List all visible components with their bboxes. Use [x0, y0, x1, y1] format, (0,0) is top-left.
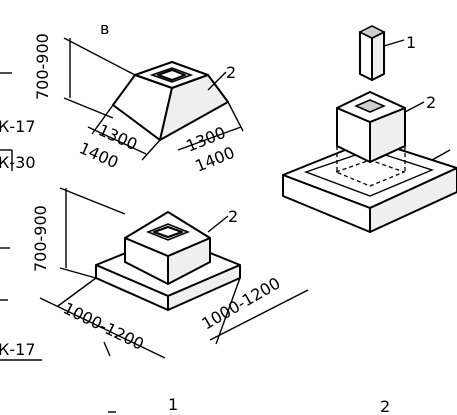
right-slab-right: [369, 167, 457, 233]
left-mark-k17-top: К-17: [0, 117, 36, 136]
lower-dim-b-line: [209, 289, 309, 341]
right-callout-2-leader: [404, 101, 425, 113]
right-slab-recess-outline: [303, 149, 435, 197]
right-callout-1: 1: [406, 33, 416, 52]
right-column-left: [359, 31, 373, 81]
upper-callout-leader: [207, 71, 227, 91]
upper-height-label: 700-900: [33, 33, 52, 100]
right-hidden-socket: [334, 159, 406, 187]
upper-dim-b-ext: [227, 101, 244, 132]
right-block-socket: [354, 99, 386, 113]
lower-dim-b-ext: [215, 277, 241, 345]
upper-height-ext-bottom: [63, 97, 114, 119]
upper-dim-a-ext-2: [141, 139, 161, 161]
upper-foundation: 700-900 1300 1400 1300 1400 2: [33, 33, 244, 176]
lower-height-ext-bottom: [59, 267, 97, 279]
upper-dim-b-line: [177, 126, 242, 151]
upper-dim-a-ext-1: [91, 104, 114, 135]
bottom-captions: 1 2: [108, 395, 390, 415]
lower-height-label: 700-900: [31, 205, 50, 272]
bottom-caption-2: 2: [380, 397, 390, 415]
upper-height-ext-top: [63, 37, 136, 76]
upper-foundation-socket-inner: [157, 69, 186, 81]
left-mark-k17-bottom: К-17: [0, 340, 36, 359]
lower-foundation: 700-900 1000-1200 1000-1200 2: [31, 187, 309, 359]
right-column-right: [371, 31, 385, 81]
lower-socket-inner: [153, 226, 183, 238]
lower-callout-leader: [207, 215, 229, 233]
lower-callout-2: 2: [228, 207, 238, 226]
right-column-top: [358, 25, 386, 39]
left-mark-k30: К-30: [0, 153, 36, 172]
right-callout-2: 2: [426, 93, 436, 112]
right-callout-1-leader: [383, 39, 405, 47]
lower-dim-a-tick: [103, 341, 111, 357]
upper-callout-2: 2: [226, 63, 236, 82]
panel-letter: в: [100, 19, 109, 38]
right-callout-slab-leader: [431, 149, 451, 161]
lower-dim-a-ext: [57, 277, 97, 307]
bottom-caption-1: 1: [168, 395, 178, 414]
right-assembly: 1 2: [282, 25, 457, 233]
left-edge-marks: К-17 К-30 К-17: [0, 72, 42, 361]
lower-dim-a-line: [39, 297, 166, 359]
upper-dim-a-line: [87, 126, 147, 155]
lower-dim-a-label: 1000-1200: [60, 299, 147, 354]
lower-height-ext-top: [59, 187, 126, 215]
